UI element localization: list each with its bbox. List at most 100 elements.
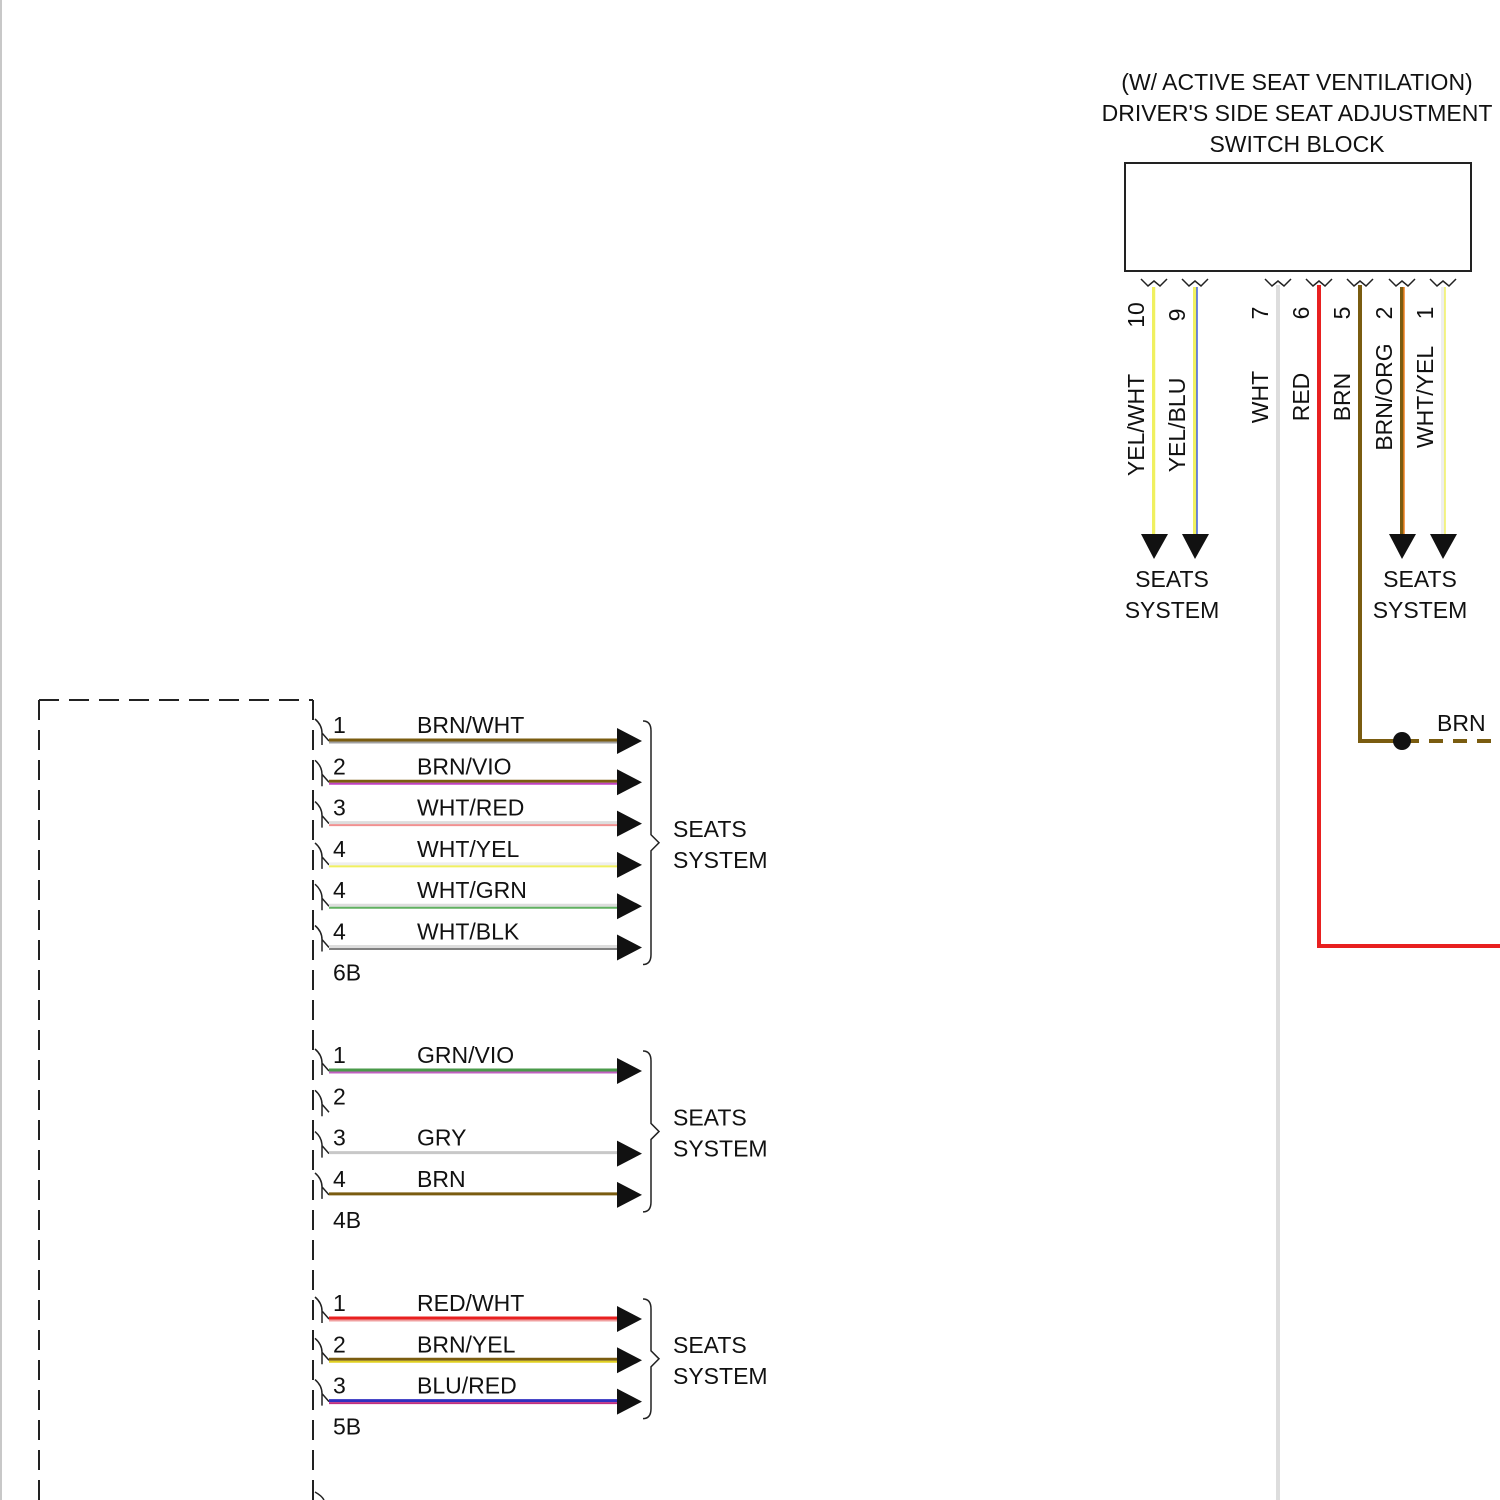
pin-number: 1 — [1412, 307, 1438, 320]
destination-label-line1: SEATS — [673, 816, 747, 842]
connector-wire — [329, 1359, 617, 1362]
wire-arrow — [617, 893, 642, 919]
destination-brace — [643, 1299, 659, 1419]
wire-color-label: BLU/RED — [417, 1373, 517, 1399]
connector-pin-bracket — [315, 843, 329, 869]
connector-wire — [329, 864, 617, 867]
connector-wire — [329, 781, 617, 784]
connector-pin-number: 3 — [333, 1125, 346, 1151]
dest-left-line1: SEATS — [1135, 566, 1209, 592]
pin-wire-color-label: WHT — [1247, 371, 1273, 423]
switch-block-title-line1: (W/ ACTIVE SEAT VENTILATION) — [1121, 69, 1472, 95]
pin-wire-color-label: YEL/WHT — [1123, 374, 1149, 476]
connector-wire — [329, 905, 617, 908]
wire-arrow — [617, 769, 642, 795]
pin-number: 9 — [1164, 309, 1190, 322]
connector-pin-bracket — [315, 1132, 329, 1158]
connector-pin-bracket — [315, 1492, 324, 1500]
arrow-pin9 — [1182, 534, 1209, 559]
connector-wire — [329, 1401, 617, 1404]
pin-number: 6 — [1288, 307, 1314, 320]
dest-right-line1: SEATS — [1383, 566, 1457, 592]
connector-pin-number: 1 — [333, 1042, 346, 1068]
splice-dot — [1393, 732, 1411, 750]
wire-color-label: BRN/VIO — [417, 753, 512, 779]
pin-terminal — [1265, 279, 1291, 286]
pin-terminal — [1430, 279, 1456, 286]
connector-pin-bracket — [315, 1090, 329, 1116]
wire-arrow — [617, 852, 642, 878]
wire-color-label: WHT/GRN — [417, 877, 527, 903]
connector-pin-number: 3 — [333, 795, 346, 821]
switch-block-destinations: SEATS SYSTEM SEATS SYSTEM — [1125, 534, 1468, 623]
destination-brace — [643, 1051, 659, 1212]
arrow-pin1 — [1430, 534, 1457, 559]
connector-wire — [329, 1318, 617, 1321]
pin-number: 7 — [1247, 307, 1273, 320]
dest-right-line2: SYSTEM — [1373, 597, 1468, 623]
wire-arrow — [617, 1389, 642, 1415]
pin-wire-color-label: YEL/BLU — [1164, 378, 1190, 473]
wire-color-label: WHT/YEL — [417, 836, 519, 862]
connector-pin-bracket — [315, 1297, 329, 1323]
connector-pin-bracket — [315, 884, 329, 910]
destination-label-line1: SEATS — [673, 1332, 747, 1358]
dest-left-line2: SYSTEM — [1125, 597, 1220, 623]
connector-pin-number: 2 — [333, 1083, 346, 1109]
pin-number: 5 — [1329, 307, 1355, 320]
pin-terminal — [1306, 279, 1332, 286]
connector-pin-number: 4 — [333, 877, 346, 903]
connector-pin-bracket — [315, 719, 329, 745]
brn-splice-label: BRN — [1437, 710, 1486, 736]
connector-pin-bracket — [315, 1380, 329, 1406]
pin-wire-2 — [1402, 287, 1404, 536]
pin-wire-1 — [1443, 287, 1445, 536]
connector-pin-number: 1 — [333, 1290, 346, 1316]
connector-pin-number: 4 — [333, 836, 346, 862]
wire-color-label: BRN — [417, 1166, 466, 1192]
connector-wire — [329, 823, 617, 826]
pin-terminal — [1182, 279, 1208, 286]
wire-color-label: BRN/WHT — [417, 712, 524, 738]
wire-color-label: WHT/RED — [417, 795, 524, 821]
pin-number: 10 — [1123, 302, 1149, 328]
wire-arrow — [617, 1306, 642, 1332]
pin-wire-10 — [1154, 287, 1156, 536]
connector-pin-number: 2 — [333, 753, 346, 779]
connector-pin-number: 3 — [333, 1373, 346, 1399]
arrow-pin10 — [1141, 534, 1168, 559]
destination-label-line2: SYSTEM — [673, 1135, 768, 1161]
connector-wire — [329, 947, 617, 950]
wire-color-label: GRN/VIO — [417, 1042, 514, 1068]
connector-pin-bracket — [315, 1173, 329, 1199]
connector-4B: 1GRN/VIO23GRY4BRN4BSEATSSYSTEM — [315, 1042, 768, 1233]
switch-block-pins: 10YEL/WHT9YEL/BLU7WHT6RED5BRN2BRN/ORG1WH… — [1123, 279, 1456, 536]
switch-block-title-line2: DRIVER'S SIDE SEAT ADJUSTMENT — [1102, 100, 1493, 126]
destination-label-line2: SYSTEM — [673, 1363, 768, 1389]
connector-id: 4B — [333, 1207, 361, 1233]
connector-id: 6B — [333, 960, 361, 986]
connector-6B: 1BRN/WHT2BRN/VIO3WHT/RED4WHT/YEL4WHT/GRN… — [315, 712, 768, 986]
pin-wire-color-label: RED — [1288, 373, 1314, 422]
wire-color-label: GRY — [417, 1125, 466, 1151]
connector-pin-number: 1 — [333, 712, 346, 738]
destination-label-line2: SYSTEM — [673, 847, 768, 873]
wire-color-label: WHT/BLK — [417, 919, 520, 945]
wire-arrow — [617, 1058, 642, 1084]
wire-arrow — [617, 935, 642, 961]
pin-wire-9 — [1195, 287, 1197, 536]
connector-pin-number: 4 — [333, 919, 346, 945]
wire-arrow — [617, 728, 642, 754]
pin-wire-color-label: BRN — [1329, 373, 1355, 422]
connector-pin-bracket — [315, 1049, 329, 1075]
arrow-pin2 — [1389, 534, 1416, 559]
switch-block-box — [1125, 163, 1471, 271]
connector-pin-number: 2 — [333, 1331, 346, 1357]
switch-block: (W/ ACTIVE SEAT VENTILATION) DRIVER'S SI… — [1102, 69, 1493, 271]
pin-terminal — [1389, 279, 1415, 286]
connector-pin-bracket — [315, 760, 329, 786]
wire-arrow — [617, 1347, 642, 1373]
